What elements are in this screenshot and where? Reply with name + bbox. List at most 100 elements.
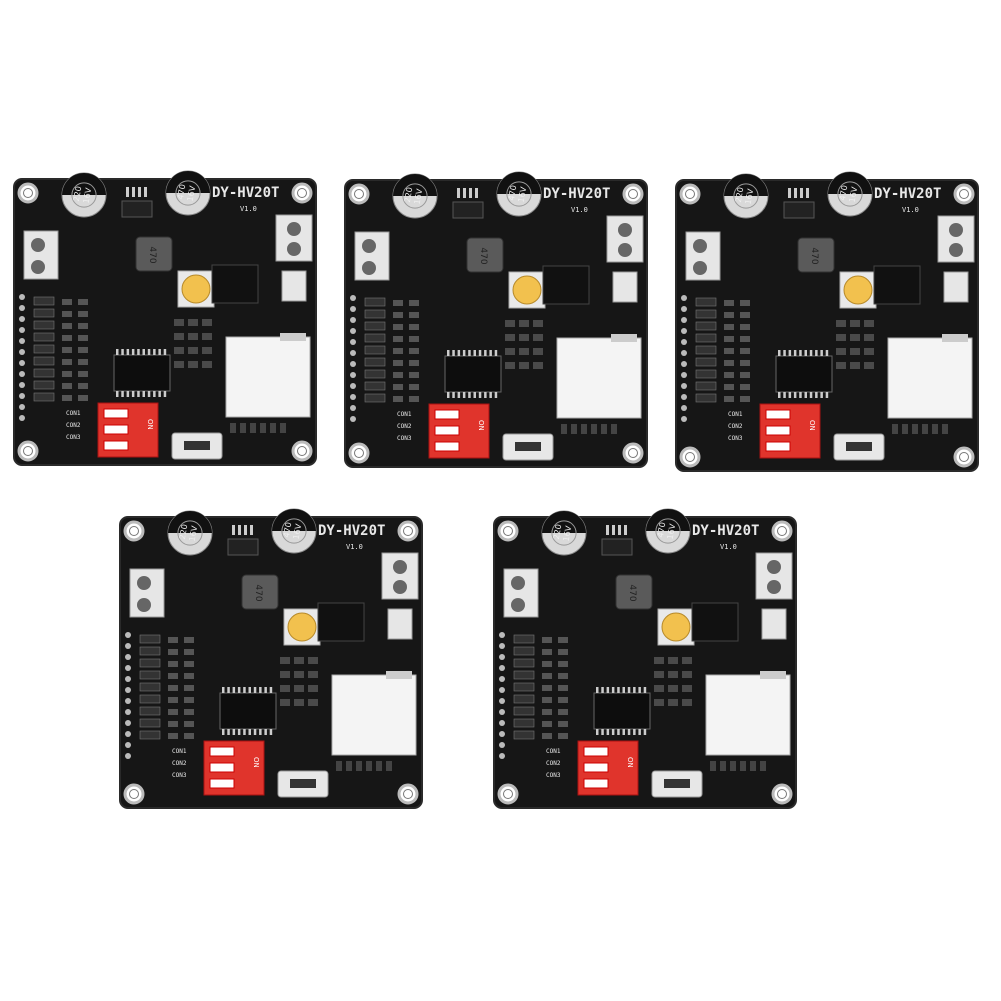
resistor: [695, 309, 717, 319]
smd-part: [174, 347, 184, 354]
header-pin: [681, 383, 687, 389]
capacitor-top: [837, 181, 863, 207]
resistor: [513, 682, 535, 692]
smd-part: [168, 697, 178, 703]
smd-part: [558, 673, 568, 679]
ic-pin: [633, 687, 636, 693]
smd-part: [168, 685, 178, 691]
terminal-screw: [618, 223, 632, 237]
smd-part: [892, 424, 898, 434]
header-pin: [19, 371, 25, 377]
board-title: DY-HV20T: [318, 523, 385, 539]
smd-part: [932, 424, 938, 434]
header-pin: [681, 339, 687, 345]
resistor: [139, 646, 161, 656]
smd-part: [542, 661, 552, 667]
ic-pin: [468, 392, 471, 398]
ic-pin: [153, 391, 156, 397]
chip-pin: [144, 187, 147, 197]
smd-part: [542, 637, 552, 643]
dip-toggle: [209, 762, 235, 773]
dip-con-label: CON2: [172, 760, 187, 767]
ic-pin: [462, 392, 466, 398]
usb-opening: [846, 442, 872, 451]
smd-part: [409, 360, 419, 366]
smd-part: [168, 661, 178, 667]
dip-on-label: ON: [146, 419, 154, 430]
chip-pin: [606, 525, 609, 535]
dip-toggle: [103, 408, 129, 419]
resistor: [139, 706, 161, 716]
dip-toggle: [209, 778, 235, 789]
ic-pin: [121, 349, 124, 355]
chip-pin: [612, 525, 615, 535]
ic-pin: [126, 391, 130, 397]
header-pin: [499, 742, 505, 748]
header-pin: [19, 327, 25, 333]
terminal-screw: [511, 598, 525, 612]
smd-part: [78, 323, 88, 329]
header-pin: [681, 361, 687, 367]
smd-part: [168, 649, 178, 655]
mounting-hole-inner: [403, 789, 413, 799]
ic-pin: [253, 729, 257, 735]
smd-part: [174, 333, 184, 340]
smd-part: [393, 348, 403, 354]
smd-part: [294, 657, 304, 664]
smd-part: [356, 761, 362, 771]
mounting-hole-inner: [297, 446, 307, 456]
resistor: [364, 393, 386, 403]
mounting-hole-inner: [354, 189, 364, 199]
terminal-screw: [287, 222, 301, 236]
ic-pin: [137, 349, 140, 355]
smd-part: [542, 673, 552, 679]
terminal-screw: [618, 243, 632, 257]
inductor: [241, 574, 279, 610]
header-pin: [125, 687, 131, 693]
chip-pin: [238, 525, 241, 535]
smd-part: [174, 361, 184, 368]
smd-part: [62, 323, 72, 329]
usb-opening: [290, 779, 316, 788]
ic-pin: [131, 391, 135, 397]
sd-card-slot: [225, 336, 311, 418]
resistor: [139, 730, 161, 740]
inductor-label: 470: [253, 584, 263, 601]
smd-part: [581, 424, 587, 434]
smd-part: [168, 733, 178, 739]
capacitor-label: 470: [176, 184, 188, 201]
smd-part: [184, 709, 194, 715]
smd-part: [533, 362, 543, 369]
mounting-hole-inner: [628, 448, 638, 458]
small-chip: [783, 201, 815, 219]
smd-part: [280, 685, 290, 692]
board-title: DY-HV20T: [212, 185, 279, 201]
resistor: [364, 369, 386, 379]
header-pin: [681, 295, 687, 301]
smd-part: [62, 359, 72, 365]
header-pin: [350, 295, 356, 301]
ic-pin: [227, 687, 230, 693]
resistor: [513, 670, 535, 680]
dip-toggle: [434, 441, 460, 452]
dip-con-label: CON2: [728, 423, 743, 430]
smd-part: [393, 312, 403, 318]
resistor: [695, 357, 717, 367]
usb-opening: [184, 441, 210, 450]
header-pin: [350, 405, 356, 411]
ic-pin: [131, 349, 135, 355]
header-pin: [125, 731, 131, 737]
capacitor-label: 16V: [517, 186, 529, 203]
resistor: [139, 634, 161, 644]
header-pin: [125, 709, 131, 715]
smd-part: [184, 697, 194, 703]
smd-part: [184, 637, 194, 643]
smd-part: [260, 423, 266, 433]
chip-pin: [618, 525, 621, 535]
capacitor-top: [733, 183, 759, 209]
smd-part: [409, 300, 419, 306]
chip-pin: [463, 188, 466, 198]
smd-part: [922, 424, 928, 434]
